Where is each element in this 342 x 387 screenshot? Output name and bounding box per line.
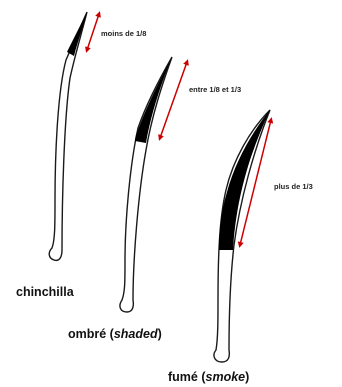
tip-label-shaded: entre 1/8 et 1/3 — [189, 85, 241, 94]
caption-smoke: fumé (smoke) — [168, 370, 249, 384]
hair-shaft-chinchilla — [49, 12, 87, 260]
hair-shaft-shaded — [120, 57, 172, 312]
caption-chinchilla: chinchilla — [16, 285, 75, 299]
hair-smoke: plus de 1/3 fumé (smoke) — [168, 110, 313, 384]
caption-shaded: ombré (shaded) — [68, 327, 162, 341]
hair-tip-shaded — [135, 57, 172, 143]
tip-arrow-chinchilla — [87, 14, 99, 50]
tip-label-smoke: plus de 1/3 — [274, 182, 313, 191]
hair-shaded: entre 1/8 et 1/3 ombré (shaded) — [68, 57, 241, 341]
tip-label-chinchilla: moins de 1/8 — [101, 29, 146, 38]
